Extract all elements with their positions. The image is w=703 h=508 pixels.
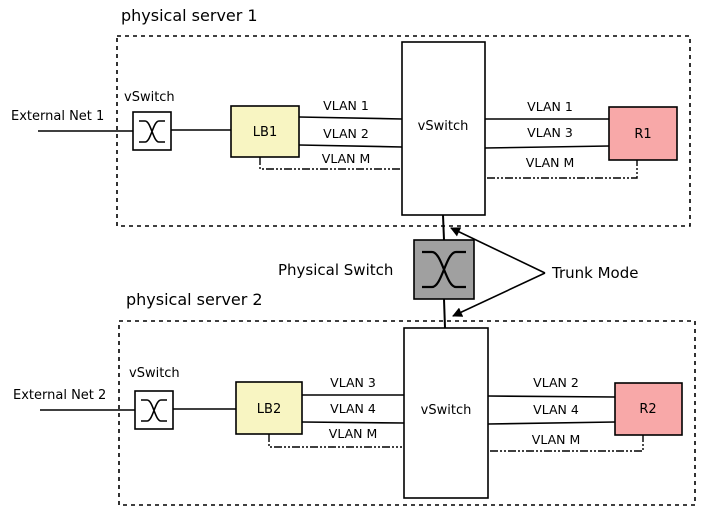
- vlan-label: VLAN 2: [323, 126, 369, 141]
- vlan-m-link: [487, 160, 638, 179]
- vlan-m-link: [268, 434, 402, 448]
- vswitch-small-1-label: vSwitch: [124, 90, 175, 105]
- external-net-1-label: External Net 1: [11, 109, 104, 124]
- vswitch-big-1-label: vSwitch: [418, 119, 469, 134]
- server-1-title: physical server 1: [121, 6, 258, 25]
- vlan-label: VLAN 4: [533, 402, 579, 417]
- vlan-link: [487, 395, 616, 398]
- r2-label: R2: [639, 402, 656, 417]
- vlan-link: [298, 116, 403, 120]
- lb1-label: LB1: [253, 125, 277, 140]
- vlan-label: VLAN 1: [527, 99, 573, 114]
- vlan-link: [484, 145, 610, 149]
- crossover-switch-icon: [422, 250, 466, 289]
- vlan-label: VLAN M: [526, 155, 574, 170]
- physical-switch-group: Physical Switch Trunk Mode: [278, 214, 638, 329]
- vlan-label: VLAN 4: [330, 401, 376, 416]
- vlan-label: VLAN 2: [533, 375, 579, 390]
- vlan-label: VLAN M: [532, 432, 580, 447]
- vlan-link: [298, 144, 403, 148]
- load-balancer-2: LB2: [235, 381, 303, 435]
- vswitch-small-2: [134, 390, 174, 430]
- crossover-switch-icon: [141, 399, 167, 422]
- load-balancer-1: LB1: [230, 105, 300, 158]
- vlan-link: [487, 421, 616, 425]
- router-1: R1: [608, 106, 678, 161]
- lb2-label: LB2: [257, 402, 281, 417]
- vswitch-small-1: [132, 111, 172, 151]
- vswitch-big-2: vSwitch: [403, 327, 489, 499]
- physical-server-2: physical server 2 External Net 2 vSwitch…: [13, 290, 696, 506]
- vlan-m-link: [490, 435, 644, 452]
- external-net-2-label: External Net 2: [13, 388, 106, 403]
- vlan-label: VLAN 1: [323, 98, 369, 113]
- server-2-boundary: [118, 320, 696, 506]
- vlan-label: VLAN M: [329, 426, 377, 441]
- vlan-label: VLAN 3: [527, 125, 573, 140]
- crossover-switch-icon: [139, 120, 165, 143]
- server-1-boundary: [116, 35, 691, 227]
- vlan-link: [301, 421, 405, 424]
- trunk-mode-label: Trunk Mode: [551, 264, 638, 282]
- uplink-server-1: [442, 214, 445, 241]
- vswitch-big-2-label: vSwitch: [421, 403, 472, 418]
- physical-server-1: physical server 1 External Net 1 vSwitch…: [11, 6, 691, 227]
- vlan-label: VLAN M: [322, 151, 370, 166]
- r1-label: R1: [634, 127, 651, 142]
- vswitch-big-1: vSwitch: [401, 41, 486, 216]
- uplink-server-2: [443, 298, 446, 329]
- server-2-title: physical server 2: [126, 290, 263, 309]
- router-2: R2: [614, 382, 683, 436]
- trunk-arrow-upper: [450, 227, 546, 274]
- vlan-m-link: [259, 157, 400, 170]
- vlan-label: VLAN 3: [330, 375, 376, 390]
- vswitch-small-2-label: vSwitch: [129, 366, 180, 381]
- trunk-arrow-lower: [452, 272, 546, 317]
- physical-switch-label: Physical Switch: [278, 261, 393, 279]
